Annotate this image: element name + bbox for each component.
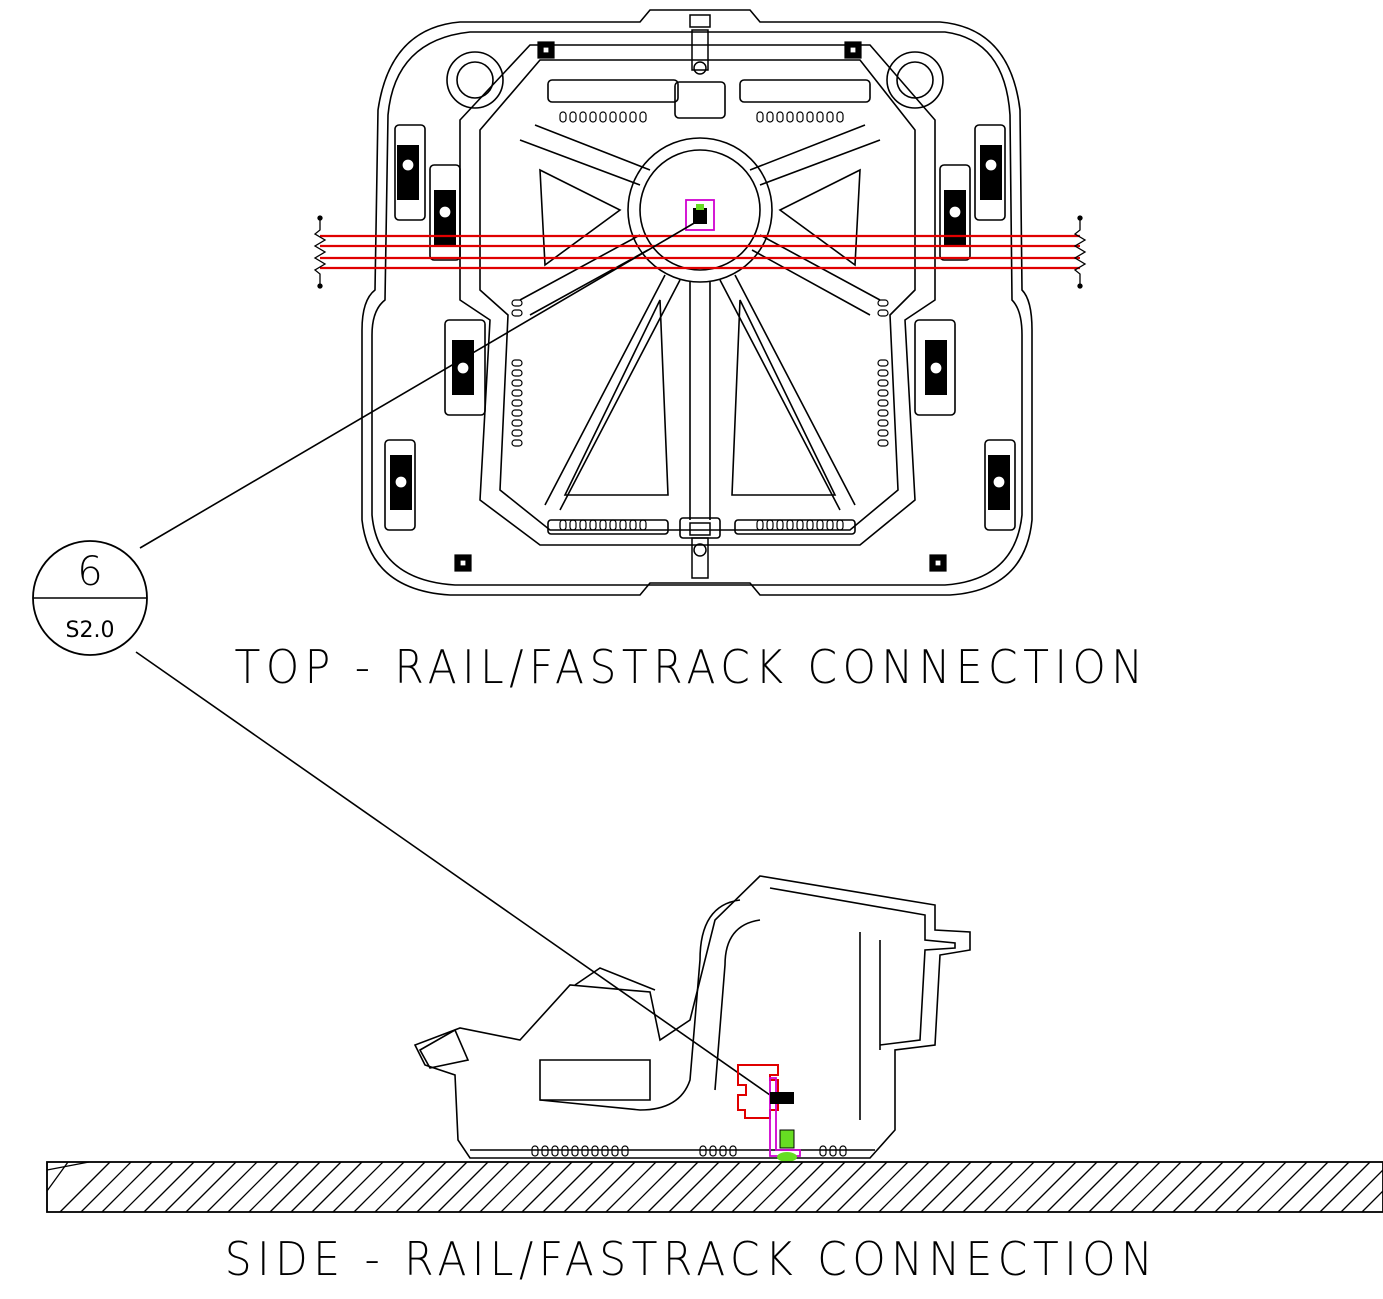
vent-holes-side-view — [531, 1145, 847, 1157]
hatch-line — [101, 1161, 153, 1213]
hatch-line — [605, 1161, 657, 1213]
connector-hardware — [689, 14, 711, 579]
leader-lines — [135, 221, 781, 1103]
hatch-line — [1214, 1161, 1266, 1213]
hatch-line — [647, 1161, 699, 1213]
hatch-line — [836, 1161, 888, 1213]
fastener-highlight-top-view — [685, 199, 715, 231]
hatch-line — [143, 1161, 195, 1213]
hatch-line — [59, 1161, 111, 1213]
hatch-line — [584, 1161, 636, 1213]
ground-hatch — [46, 1161, 1383, 1213]
hatch-line — [1067, 1161, 1119, 1213]
hatch-line — [80, 1161, 132, 1213]
side-view-title: SIDE - RAIL/FASTRACK CONNECTION — [224, 1232, 1159, 1286]
hatch-line — [1088, 1161, 1140, 1213]
hatch-line — [899, 1161, 951, 1213]
hatch-line — [794, 1161, 846, 1213]
hatch-line — [1361, 1190, 1383, 1213]
hatch-line — [815, 1161, 867, 1213]
hatch-line — [269, 1161, 321, 1213]
hatch-line — [1046, 1161, 1098, 1213]
hatch-line — [941, 1161, 993, 1213]
hatch-line — [920, 1161, 972, 1213]
hatch-line — [164, 1161, 216, 1213]
vent-holes-top-view — [511, 111, 889, 531]
hatch-line — [206, 1161, 258, 1213]
hatch-line — [1130, 1161, 1182, 1213]
hatch-line — [1193, 1161, 1245, 1213]
side-view-ballast-tray — [413, 875, 971, 1159]
fastener-highlight-side-view — [769, 1077, 801, 1162]
hatch-line — [1277, 1161, 1329, 1213]
hatch-line — [500, 1161, 552, 1213]
sheet-reference: S2.0 — [66, 618, 115, 643]
hatch-line — [731, 1161, 783, 1213]
hatch-line — [962, 1161, 1014, 1213]
hatch-line — [1109, 1161, 1161, 1213]
detail-number: 6 — [77, 549, 102, 595]
hatch-line — [752, 1161, 804, 1213]
hatch-line — [290, 1161, 342, 1213]
hatch-line — [626, 1161, 678, 1213]
hatch-line — [1340, 1169, 1383, 1213]
hatch-line — [1235, 1161, 1287, 1213]
top-view-ballast-tray — [361, 9, 1033, 596]
hatch-line — [395, 1161, 447, 1213]
hatch-line — [248, 1161, 300, 1213]
hatch-line — [46, 1161, 90, 1171]
hatch-line — [521, 1161, 573, 1213]
hatch-line — [773, 1161, 825, 1213]
rail-profile-side-view — [737, 1064, 779, 1119]
hatch-line — [1298, 1161, 1350, 1213]
hatch-line — [122, 1161, 174, 1213]
hatch-line — [1151, 1161, 1203, 1213]
clamp-bolt-icons — [394, 158, 1006, 489]
hatch-line — [1172, 1161, 1224, 1213]
hatch-line — [479, 1161, 531, 1213]
hatch-line — [1319, 1161, 1371, 1213]
hatch-line — [710, 1161, 762, 1213]
hatch-line — [857, 1161, 909, 1213]
hatch-line — [563, 1161, 615, 1213]
hatch-line — [185, 1161, 237, 1213]
hatch-line — [227, 1161, 279, 1213]
hatch-line — [374, 1161, 426, 1213]
hatch-line — [437, 1161, 489, 1213]
hatch-line — [983, 1161, 1035, 1213]
hatch-line — [1025, 1161, 1077, 1213]
detail-callout[interactable]: 6 S2.0 — [32, 540, 148, 656]
hatch-line — [878, 1161, 930, 1213]
top-view-title: TOP - RAIL/FASTRACK CONNECTION — [234, 640, 1149, 694]
ballast-markers — [454, 41, 947, 572]
rail-break-lines — [313, 215, 1087, 289]
rail-lines-top-view — [320, 234, 1080, 270]
hatch-line — [1256, 1161, 1308, 1213]
hatch-line — [332, 1161, 384, 1213]
hatch-line — [458, 1161, 510, 1213]
hatch-line — [353, 1161, 405, 1213]
hatch-line — [689, 1161, 741, 1213]
hatch-line — [1004, 1161, 1056, 1213]
hatch-line — [542, 1161, 594, 1213]
hatch-line — [416, 1161, 468, 1213]
hatch-line — [311, 1161, 363, 1213]
hatch-line — [668, 1161, 720, 1213]
